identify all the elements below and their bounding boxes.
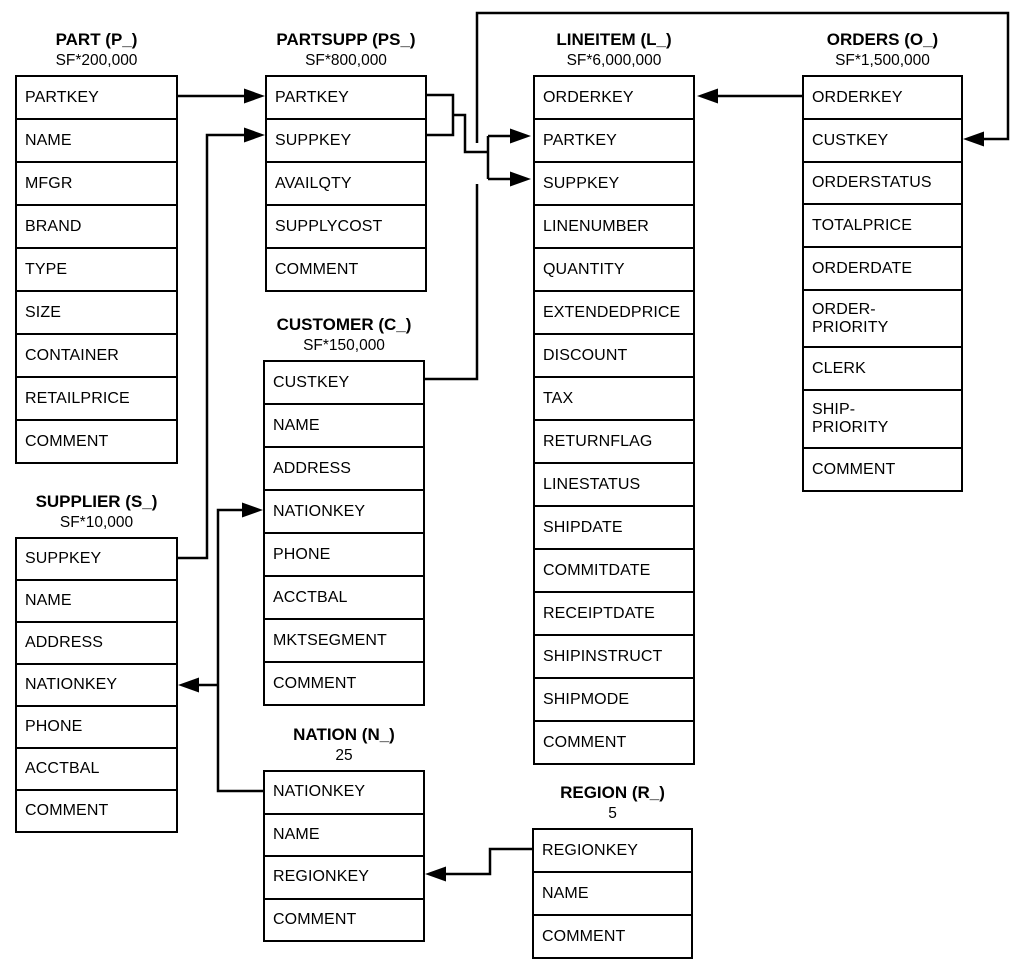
table-title-lineitem: LINEITEM (L_) (556, 30, 672, 49)
field-row-lineitem-extendedprice: EXTENDEDPRICE (533, 290, 695, 335)
arrowhead-icon (244, 127, 265, 143)
table-title-orders: ORDERS (O_) (826, 30, 939, 49)
field-row-partsupp-availqty: AVAILQTY (265, 161, 427, 206)
table-cardinality-customer: SF*150,000 (303, 337, 385, 354)
arrowhead-icon (178, 677, 199, 693)
field-row-customer-name: NAME (263, 403, 425, 448)
field-row-lineitem-linenumber: LINENUMBER (533, 204, 695, 249)
field-row-orders-totalprice: TOTALPRICE (802, 203, 963, 248)
field-row-lineitem-commitdate: COMMITDATE (533, 548, 695, 593)
table-title-nation: NATION (N_) (293, 725, 395, 744)
field-row-orders-ship-priority: SHIP- PRIORITY (802, 389, 963, 449)
field-row-orders-clerk: CLERK (802, 346, 963, 391)
field-row-customer-mktsegment: MKTSEGMENT (263, 618, 425, 663)
field-row-nation-regionkey: REGIONKEY (263, 855, 425, 900)
table-cardinality-partsupp: SF*800,000 (305, 52, 387, 69)
field-row-part-retailprice: RETAILPRICE (15, 376, 178, 421)
table-cardinality-region: 5 (608, 805, 617, 822)
connector-orders-to-lineitem-orderkey (697, 88, 802, 104)
table-title-region: REGION (R_) (560, 783, 665, 802)
field-row-supplier-name: NAME (15, 579, 178, 623)
field-row-region-name: NAME (532, 871, 693, 916)
table-cardinality-supplier: SF*10,000 (59, 514, 134, 531)
field-row-lineitem-linestatus: LINESTATUS (533, 462, 695, 507)
table-title-customer: CUSTOMER (C_) (276, 315, 412, 334)
field-row-part-comment: COMMENT (15, 419, 178, 464)
table-title-partsupp: PARTSUPP (PS_) (276, 30, 416, 49)
field-row-partsupp-partkey: PARTKEY (265, 75, 427, 120)
table-cardinality-lineitem: SF*6,000,000 (566, 52, 662, 69)
field-row-lineitem-shipdate: SHIPDATE (533, 505, 695, 550)
field-row-supplier-address: ADDRESS (15, 621, 178, 665)
field-row-supplier-acctbal: ACCTBAL (15, 747, 178, 791)
field-row-nation-nationkey: NATIONKEY (263, 770, 425, 815)
field-row-lineitem-receiptdate: RECEIPTDATE (533, 591, 695, 636)
table-cardinality-nation: 25 (335, 747, 353, 764)
connector-supplier-to-partsupp-suppkey (178, 127, 265, 560)
field-row-part-brand: BRAND (15, 204, 178, 249)
connector-customer-to-orders-custkey (425, 11, 1010, 381)
connector-region-to-nation-regionkey (425, 847, 532, 882)
arrowhead-icon (697, 88, 718, 104)
field-row-region-comment: COMMENT (532, 914, 693, 959)
field-row-part-size: SIZE (15, 290, 178, 335)
field-row-customer-acctbal: ACCTBAL (263, 575, 425, 620)
table-title-supplier: SUPPLIER (S_) (35, 492, 158, 511)
field-row-lineitem-quantity: QUANTITY (533, 247, 695, 292)
field-row-region-regionkey: REGIONKEY (532, 828, 693, 873)
arrowhead-icon (510, 171, 531, 187)
field-row-lineitem-returnflag: RETURNFLAG (533, 419, 695, 464)
field-row-nation-name: NAME (263, 812, 425, 857)
field-row-part-partkey: PARTKEY (15, 75, 178, 120)
arrowhead-icon (425, 866, 446, 882)
table-cardinality-part: SF*200,000 (55, 52, 138, 69)
field-row-part-type: TYPE (15, 247, 178, 292)
connector-nation-to-customer-and-supplier-nationkey (178, 502, 263, 793)
field-row-supplier-comment: COMMENT (15, 789, 178, 833)
field-row-orders-orderdate: ORDERDATE (802, 246, 963, 291)
field-row-lineitem-partkey: PARTKEY (533, 118, 695, 163)
field-row-part-name: NAME (15, 118, 178, 163)
field-row-customer-comment: COMMENT (263, 661, 425, 706)
field-row-customer-phone: PHONE (263, 532, 425, 577)
field-row-supplier-phone: PHONE (15, 705, 178, 749)
field-row-lineitem-comment: COMMENT (533, 720, 695, 765)
connector-partsupp-to-lineitem-partkey-suppkey (427, 93, 531, 187)
field-row-orders-comment: COMMENT (802, 447, 963, 492)
field-row-partsupp-comment: COMMENT (265, 247, 427, 292)
field-row-customer-nationkey: NATIONKEY (263, 489, 425, 534)
connector-part-to-partsupp-partkey (178, 88, 265, 104)
field-row-orders-order-priority: ORDER- PRIORITY (802, 289, 963, 348)
field-row-customer-address: ADDRESS (263, 446, 425, 491)
field-row-customer-custkey: CUSTKEY (263, 360, 425, 405)
table-title-part: PART (P_) (55, 30, 138, 49)
field-row-lineitem-shipinstruct: SHIPINSTRUCT (533, 634, 695, 679)
field-row-part-container: CONTAINER (15, 333, 178, 378)
field-row-lineitem-discount: DISCOUNT (533, 333, 695, 378)
field-row-supplier-nationkey: NATIONKEY (15, 663, 178, 707)
field-row-lineitem-tax: TAX (533, 376, 695, 421)
field-row-supplier-suppkey: SUPPKEY (15, 537, 178, 581)
arrowhead-icon (963, 131, 984, 147)
field-row-orders-orderkey: ORDERKEY (802, 75, 963, 120)
table-cardinality-orders: SF*1,500,000 (835, 52, 930, 69)
field-row-part-mfgr: MFGR (15, 161, 178, 206)
arrowhead-icon (244, 88, 265, 104)
field-row-lineitem-suppkey: SUPPKEY (533, 161, 695, 206)
field-row-lineitem-orderkey: ORDERKEY (533, 75, 695, 120)
field-row-orders-orderstatus: ORDERSTATUS (802, 161, 963, 205)
field-row-orders-custkey: CUSTKEY (802, 118, 963, 163)
field-row-partsupp-supplycost: SUPPLYCOST (265, 204, 427, 249)
field-row-partsupp-suppkey: SUPPKEY (265, 118, 427, 163)
field-row-lineitem-shipmode: SHIPMODE (533, 677, 695, 722)
field-row-nation-comment: COMMENT (263, 897, 425, 942)
arrowhead-icon (510, 128, 531, 144)
arrowhead-icon (242, 502, 263, 518)
